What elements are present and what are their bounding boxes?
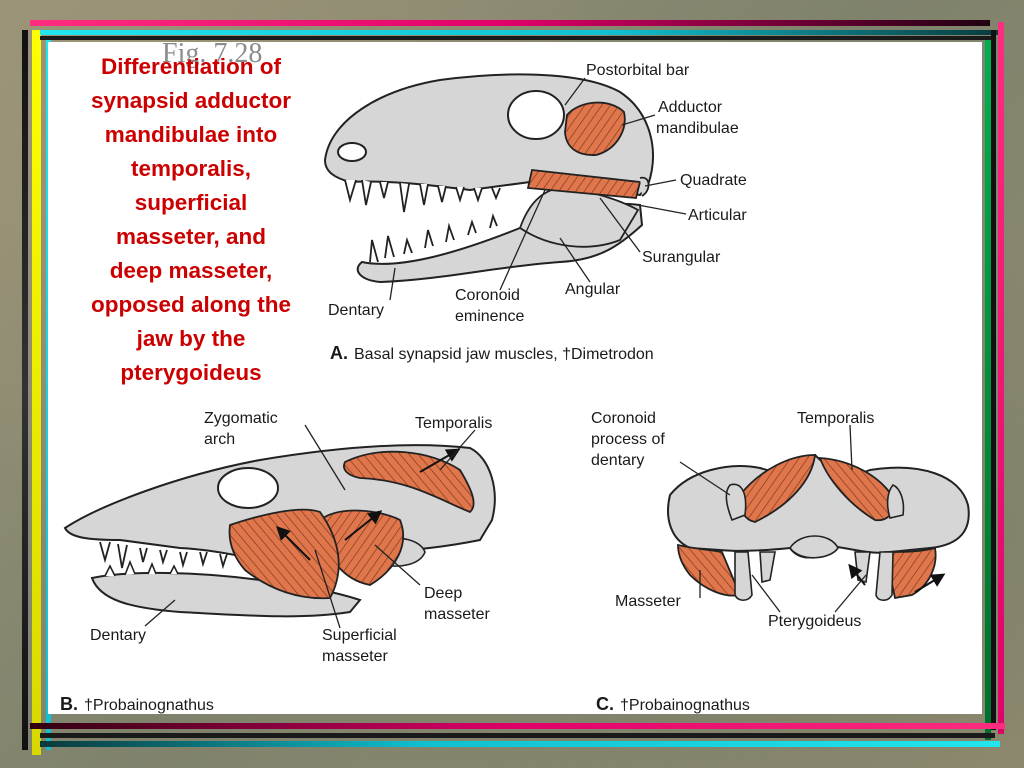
label-superficial-line2: masseter <box>322 648 388 665</box>
figure-number: Fig. 7.28 <box>162 38 263 69</box>
frame-right-green <box>985 40 991 740</box>
label-coronoid-process-line1: Coronoid <box>591 410 656 427</box>
label-coronoid-line1: Coronoid <box>455 287 520 304</box>
label-quadrate: Quadrate <box>680 172 747 189</box>
panel-c-leaders <box>679 424 867 613</box>
label-superficial-line1: Superficial <box>322 627 397 644</box>
frame-bottom-black <box>40 733 995 738</box>
frame-top-black <box>40 36 995 40</box>
dimetrodon-skull <box>323 73 654 284</box>
caption-a: A.Basal synapsid jaw muscles, †Dimetrodo… <box>330 343 654 363</box>
slide-title: Differentiation of synapsid adductor man… <box>90 54 292 385</box>
caption-c: C.†Probainognathus <box>596 694 750 714</box>
label-deep-line1: Deep <box>424 585 462 602</box>
label-masseter-c: Masseter <box>615 593 681 610</box>
label-adductor-line1: Adductor <box>658 99 723 116</box>
label-zygomatic-line2: arch <box>204 431 235 448</box>
panel-b-labels: Zygomatic arch Temporalis Deep masseter … <box>60 410 492 714</box>
label-dentary-a: Dentary <box>328 302 384 319</box>
frame-bottom-magenta <box>30 723 1005 729</box>
label-adductor-line2: mandibulae <box>656 120 739 137</box>
label-temporalis-c: Temporalis <box>797 410 874 427</box>
panel-a-leaders <box>389 77 687 301</box>
label-surangular: Surangular <box>642 249 721 266</box>
frame-top-magenta <box>30 20 990 26</box>
caption-b: B.†Probainognathus <box>60 694 214 714</box>
label-coronoid-process-line3: dentary <box>591 452 644 469</box>
frame-right-magenta <box>998 22 1004 734</box>
label-temporalis-b: Temporalis <box>415 415 492 432</box>
label-zygomatic-line1: Zygomatic <box>204 410 278 427</box>
label-postorbital-bar: Postorbital bar <box>586 62 690 79</box>
frame-top-cyan <box>40 30 1000 35</box>
probainognathus-posterior-skull <box>667 453 970 602</box>
label-coronoid-process-line2: process of <box>591 431 665 448</box>
panel-c-labels: Coronoid process of dentary Temporalis M… <box>591 410 874 714</box>
panel-b-leaders <box>144 424 476 629</box>
frame-left-yellow <box>32 30 41 755</box>
label-pterygoideus: Pterygoideus <box>768 613 861 630</box>
probainognathus-lateral-skull <box>63 444 496 618</box>
label-coronoid-line2: eminence <box>455 308 524 325</box>
label-articular: Articular <box>688 207 747 224</box>
label-angular: Angular <box>565 281 621 298</box>
label-deep-line2: masseter <box>424 606 490 623</box>
frame-bottom-cyan <box>40 741 1000 747</box>
frame-right-black <box>991 30 996 730</box>
frame-left-dark <box>22 30 28 750</box>
panel-a-labels: Postorbital bar Adductor mandibulae Quad… <box>328 62 747 363</box>
label-dentary-b: Dentary <box>90 627 146 644</box>
